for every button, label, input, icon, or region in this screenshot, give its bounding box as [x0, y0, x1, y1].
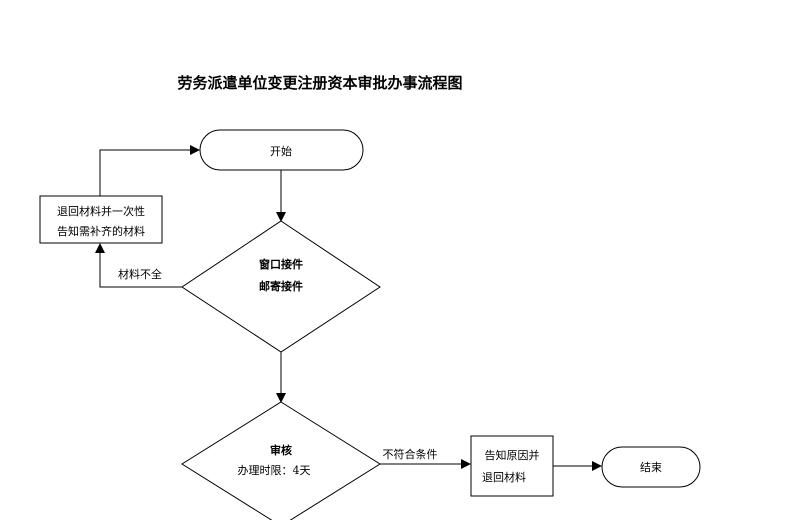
receive-line-1: 窗口接件 [259, 257, 303, 271]
incomplete-label: 材料不全 [118, 267, 162, 281]
review-title: 审核 [270, 443, 292, 457]
review-diamond [181, 401, 381, 525]
notify-line-1: 告知原因并 [485, 448, 540, 462]
return-line-2: 告知需补齐的材料 [57, 224, 145, 238]
return-line-1: 退回材料并一次性 [57, 204, 145, 218]
arrow-incomplete [95, 243, 182, 288]
receive-line-2: 邮寄接件 [259, 279, 303, 293]
arrow-return-to-start [99, 145, 200, 196]
notify-line-2: 退回材料 [482, 470, 526, 484]
return-materials-box [39, 195, 163, 244]
end-node [601, 446, 701, 488]
end-label: 结束 [640, 461, 662, 474]
not-qualified-label: 不符合条件 [383, 447, 438, 461]
notify-return-box [470, 435, 554, 497]
review-time: 办理时限：4天 [238, 464, 311, 477]
start-label: 开始 [270, 144, 292, 158]
page-title: 劳务派遣单位变更注册资本审批办事流程图 [177, 74, 462, 92]
